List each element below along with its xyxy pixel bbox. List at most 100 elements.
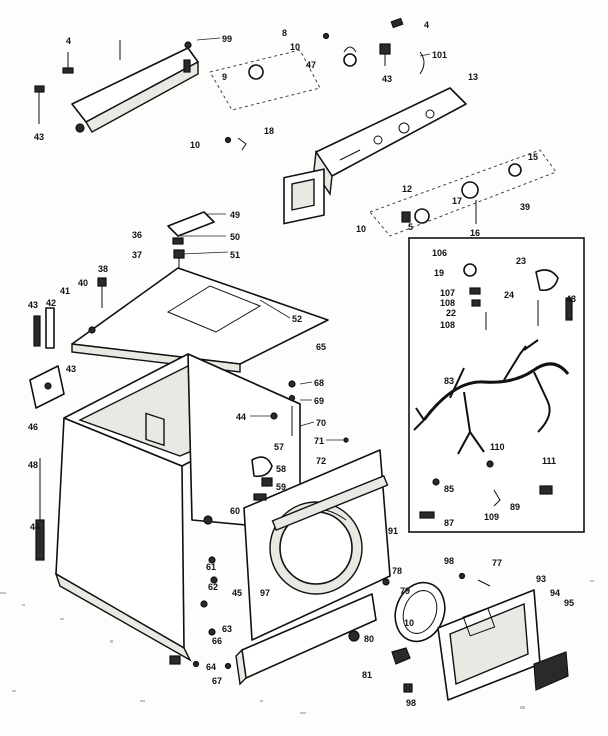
leader-lines xyxy=(180,37,431,441)
latch-plate-52 xyxy=(283,168,325,225)
callout-80: 80 xyxy=(364,634,374,644)
callout-78: 78 xyxy=(392,566,402,576)
callout-42: 42 xyxy=(46,298,56,308)
bottom-small-parts xyxy=(169,628,232,670)
callout-18: 18 xyxy=(264,126,274,136)
callout-66: 66 xyxy=(212,636,222,646)
screw-4a xyxy=(62,52,74,74)
callout-68: 68 xyxy=(314,378,324,388)
callout-17: 17 xyxy=(452,196,462,206)
callout-70: 70 xyxy=(316,418,326,428)
callout-45: 45 xyxy=(232,588,242,598)
toe-panel xyxy=(235,593,377,686)
callout-10d: 10 xyxy=(404,618,414,628)
callout-37: 37 xyxy=(132,250,142,260)
callout-87: 87 xyxy=(444,518,454,528)
cabinet xyxy=(35,353,301,662)
callout-64: 64 xyxy=(206,662,216,672)
callout-47: 47 xyxy=(306,60,316,70)
callout-10b: 10 xyxy=(190,140,200,150)
callout-44a: 44 xyxy=(236,412,246,422)
top-panel xyxy=(71,267,329,373)
callout-44b: 44 xyxy=(30,522,40,532)
callout-43c: 43 xyxy=(28,300,38,310)
callout-106: 106 xyxy=(432,248,447,258)
callout-57: 57 xyxy=(274,442,284,452)
callout-107: 107 xyxy=(440,288,455,298)
callout-91: 91 xyxy=(388,526,398,536)
callout-62: 62 xyxy=(208,582,218,592)
callout-110: 110 xyxy=(490,442,505,452)
callout-81: 81 xyxy=(362,670,372,680)
callout-43a: 43 xyxy=(34,132,44,142)
callout-108b: 108 xyxy=(440,320,455,330)
callout-111: 111 xyxy=(542,456,556,466)
callout-8: 8 xyxy=(282,28,287,38)
callout-19: 19 xyxy=(434,268,444,278)
callout-10c: 10 xyxy=(356,224,366,234)
callout-94: 94 xyxy=(550,588,560,598)
callout-79: 79 xyxy=(400,586,410,596)
callout-15: 15 xyxy=(528,152,538,162)
callout-72: 72 xyxy=(316,456,326,466)
door-panel xyxy=(382,572,569,701)
callout-109: 109 xyxy=(484,512,499,522)
knob-parts xyxy=(379,17,425,75)
callout-95: 95 xyxy=(564,598,574,608)
callout-69: 69 xyxy=(314,396,324,406)
right-post-parts xyxy=(270,380,349,443)
door-switch-parts xyxy=(200,456,273,608)
screw-43a xyxy=(34,85,45,124)
callout-41: 41 xyxy=(60,286,70,296)
callout-99: 99 xyxy=(222,34,232,44)
callout-50: 50 xyxy=(230,232,240,242)
callout-85: 85 xyxy=(444,484,454,494)
switch-assembly xyxy=(209,32,357,111)
wiring-harness-inset xyxy=(408,237,585,533)
callout-98a: 98 xyxy=(444,556,454,566)
callout-60: 60 xyxy=(230,506,240,516)
left-small-parts xyxy=(29,277,107,409)
callout-10a: 10 xyxy=(290,42,300,52)
callout-16: 16 xyxy=(470,228,480,238)
control-console xyxy=(313,87,467,196)
callout-65: 65 xyxy=(316,342,326,352)
callout-24: 24 xyxy=(504,290,514,300)
callout-77: 77 xyxy=(492,558,502,568)
callout-51: 51 xyxy=(230,250,240,260)
callout-38: 38 xyxy=(98,264,108,274)
hood-bracket xyxy=(71,40,199,133)
callout-9: 9 xyxy=(222,72,227,82)
callout-89: 89 xyxy=(510,502,520,512)
callout-59: 59 xyxy=(276,482,286,492)
callout-43e: 43 xyxy=(566,294,576,304)
callout-23: 23 xyxy=(516,256,526,266)
callout-101: 101 xyxy=(432,50,447,60)
callout-61: 61 xyxy=(206,562,216,572)
callout-39: 39 xyxy=(520,202,530,212)
callout-49: 49 xyxy=(230,210,240,220)
callout-4a: 4 xyxy=(66,36,71,46)
callout-13: 13 xyxy=(468,72,478,82)
callout-83: 83 xyxy=(444,376,454,386)
callout-97: 97 xyxy=(260,588,270,598)
callout-36: 36 xyxy=(132,230,142,240)
front-panel xyxy=(243,449,391,641)
callout-108a: 108 xyxy=(440,298,455,308)
callout-40a: 40 xyxy=(78,278,88,288)
callout-43d: 43 xyxy=(66,364,76,374)
callout-71: 71 xyxy=(314,436,324,446)
callout-46a: 46 xyxy=(28,422,38,432)
callout-12: 12 xyxy=(402,184,412,194)
callout-22: 22 xyxy=(446,308,456,318)
callout-58: 58 xyxy=(276,464,286,474)
callout-48: 48 xyxy=(28,460,38,470)
timer-knob-assembly xyxy=(369,149,557,237)
callout-43b: 43 xyxy=(382,74,392,84)
scan-texture xyxy=(0,580,594,714)
callout-63: 63 xyxy=(222,624,232,634)
callout-4b: 4 xyxy=(424,20,429,30)
callout-labels: 4 43 99 8 10 47 9 4 43 101 13 10 18 15 1… xyxy=(28,20,576,708)
